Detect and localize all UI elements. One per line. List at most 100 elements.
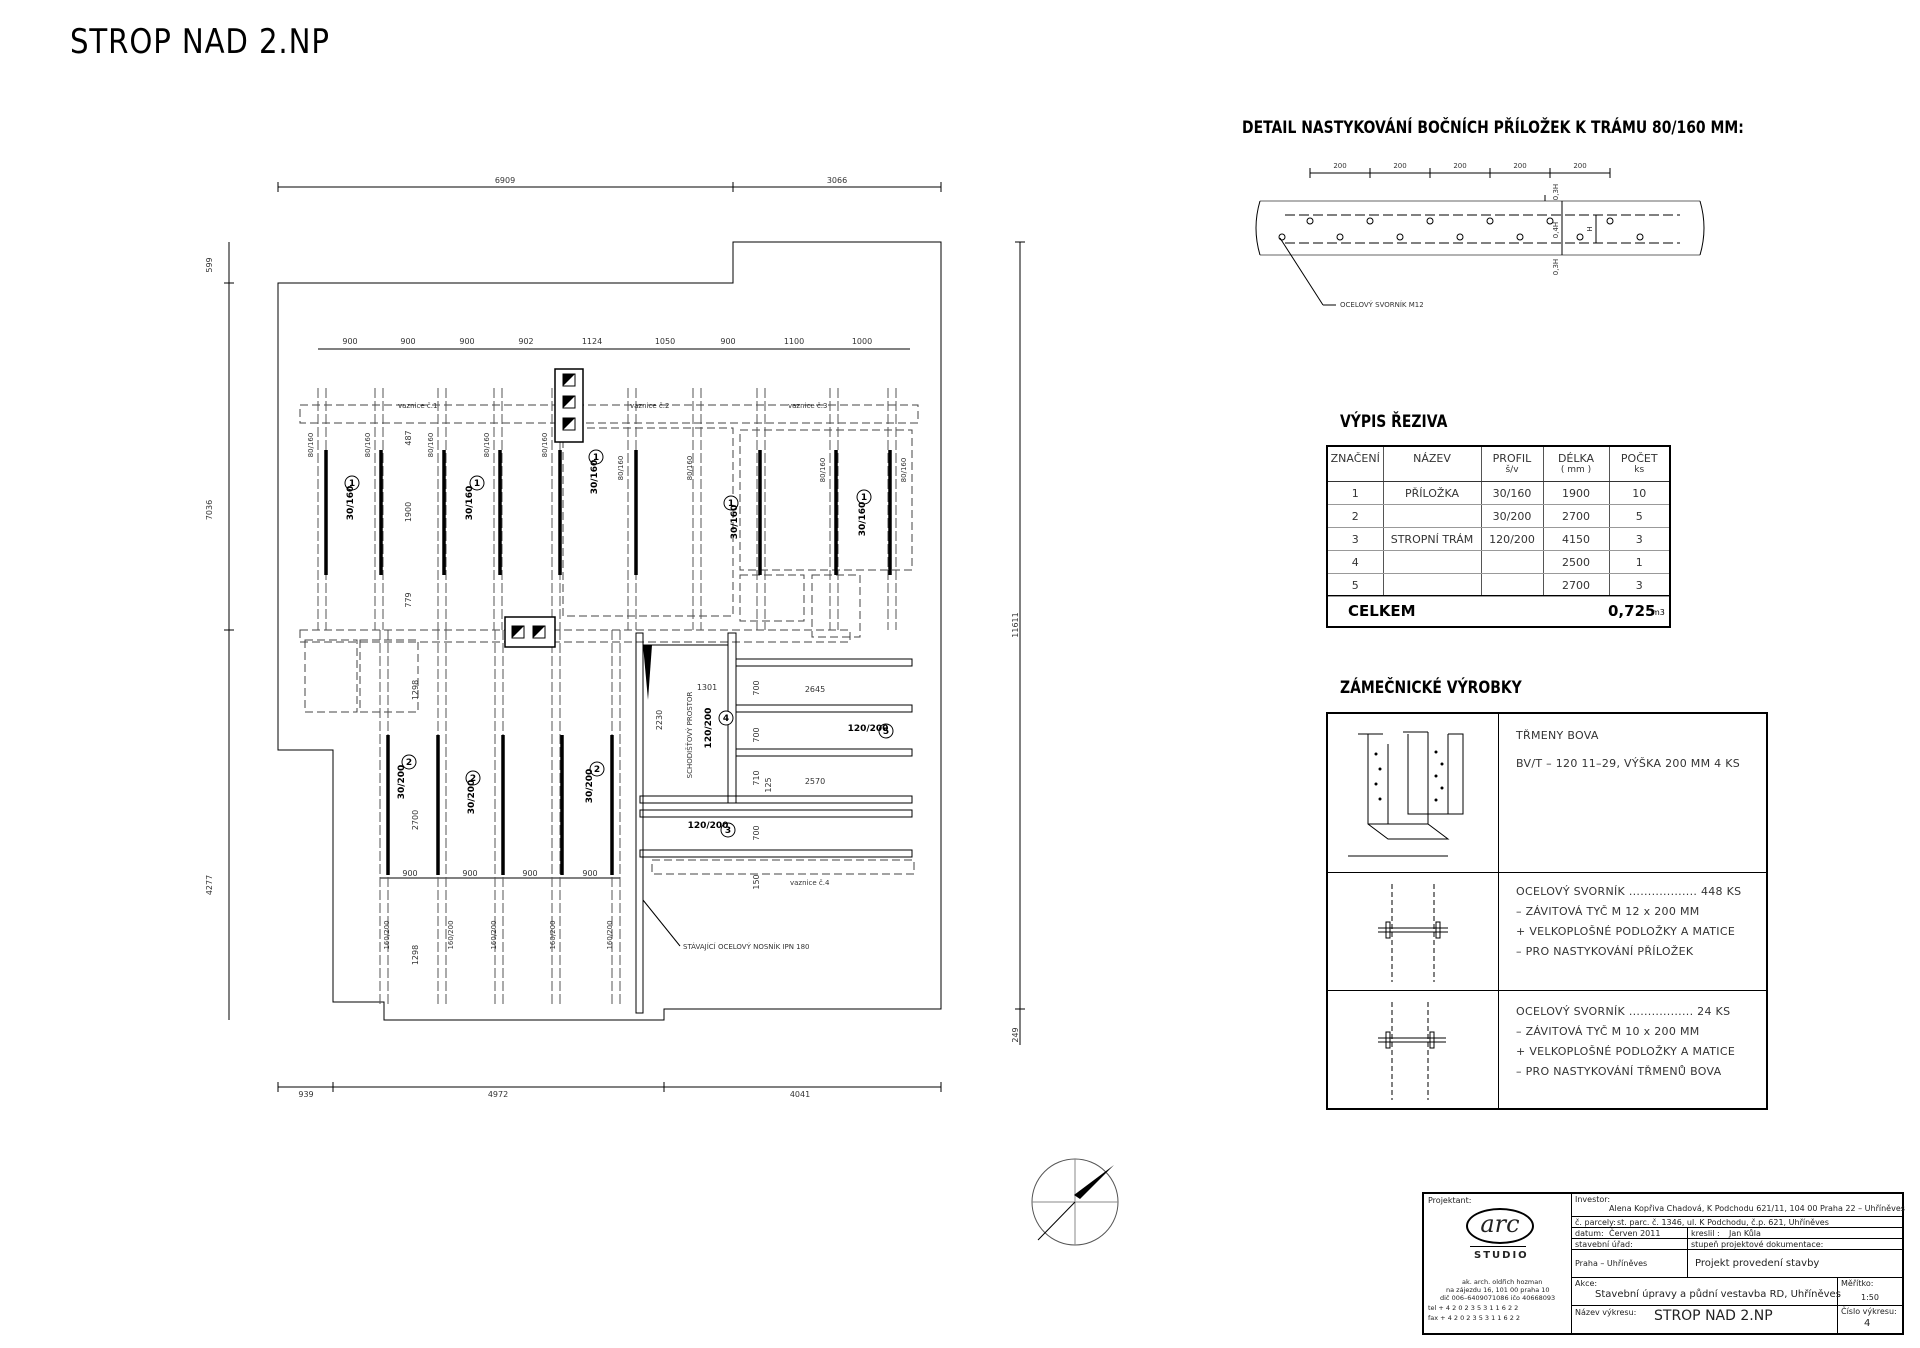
dim-text: 700	[752, 825, 761, 840]
north-arrow-icon	[1031, 1158, 1119, 1246]
detail-drawing: 200 200 200 200 200 0,3H 0,4H 0,3H H OCE…	[1255, 162, 1705, 309]
svg-text:2: 2	[406, 758, 412, 768]
dim-text: 902	[518, 337, 533, 346]
cell: 2700	[1543, 573, 1610, 597]
col-header: DÉLKA	[1543, 447, 1610, 465]
tag-profile: 30/200	[467, 780, 477, 815]
cell: STROPNÍ TRÁM	[1383, 527, 1482, 551]
svg-text:1: 1	[861, 493, 867, 503]
title-block: Projektant: arc STUDIO ak. arch. oldřich…	[1422, 1192, 1905, 1335]
truss-label: vaznice č.1	[398, 402, 437, 410]
truss-label: vaznice č.2	[630, 402, 669, 410]
dim-text: 1100	[784, 337, 804, 346]
dim-text: 710	[752, 770, 761, 785]
dim-text: 1900	[404, 502, 413, 522]
architect-line: fax + 4 2 0 2 3 5 3 1 1 6 2 2	[1428, 1314, 1521, 1322]
cell	[1481, 550, 1544, 574]
dim-text: 4972	[488, 1090, 508, 1099]
architect-line: ak. arch. oldřich hozman	[1462, 1278, 1543, 1286]
dim-text: 3066	[827, 176, 847, 185]
investor-label: Investor:	[1575, 1195, 1611, 1204]
dim-text: 939	[298, 1090, 313, 1099]
cell: 3	[1609, 527, 1669, 551]
dim-text: 6909	[495, 176, 515, 185]
member-tag: 1	[588, 449, 604, 465]
dim-text: 1298	[411, 680, 420, 700]
member-tag: 1	[856, 489, 872, 505]
tag-profile: 30/200	[585, 769, 595, 804]
beam-label: 80/160	[483, 433, 491, 458]
parcel-value: st. parc. č. 1346, ul. K Podchodu, č.p. …	[1617, 1218, 1829, 1227]
member-tag: 2	[401, 754, 417, 770]
truss-label: vaznice č.3	[788, 402, 827, 410]
cell: 5	[1609, 504, 1669, 528]
svg-text:4: 4	[723, 714, 729, 724]
metal-item: OCELOVÝ SVORNÍK ................. 24 KS …	[1328, 990, 1766, 1108]
dim-text: 2230	[655, 710, 664, 730]
lumber-total-row: CELKEM 0,725 m3	[1328, 595, 1669, 626]
dim-text: 1050	[655, 337, 675, 346]
dim-text: 125	[764, 777, 773, 792]
metal-item: TŘMENY BOVA BV/T – 120 11–29, VÝŠKA 200 …	[1328, 714, 1766, 873]
bolt-label: OCELOVÝ SVORNÍK M12	[1340, 300, 1424, 309]
date-value: Červen 2011	[1609, 1229, 1661, 1238]
metal-text: – PRO NASTYKOVÁNÍ TŘMENŮ BOVA	[1516, 1065, 1722, 1078]
dim-text: 2645	[805, 685, 825, 694]
cell: 30/200	[1481, 504, 1544, 528]
beam-label: 160/200	[606, 920, 614, 949]
cell: 1900	[1543, 481, 1610, 505]
member-tag: 2	[465, 770, 481, 786]
dim-text: 900	[522, 869, 537, 878]
tag-profile: 120/200	[704, 708, 714, 749]
beam-label: 160/200	[383, 920, 391, 949]
dim-text: 900	[342, 337, 357, 346]
dim-text: 200	[1393, 162, 1406, 170]
dim-text: 900	[459, 337, 474, 346]
tag-profile: 30/160	[590, 460, 600, 495]
cell	[1383, 504, 1482, 528]
drawing-label: Název výkresu:	[1575, 1308, 1637, 1317]
svg-text:3: 3	[725, 826, 731, 836]
floor-plan: 1 1 1 1 1 2 2 2 3 4 5 30/160 30/160 30/1…	[205, 176, 1025, 1099]
beam-label: 80/160	[819, 458, 827, 483]
cell: 2	[1328, 504, 1384, 528]
truss-mid	[299, 629, 851, 643]
beam-label: 160/200	[490, 920, 498, 949]
dim-text: 7036	[205, 500, 214, 520]
dim-text: 900	[402, 869, 417, 878]
member-tag: 3	[720, 822, 736, 838]
truss-label: vaznice č.4	[790, 879, 830, 887]
dim-text: 900	[400, 337, 415, 346]
scale-label: Měřítko:	[1841, 1279, 1874, 1288]
drawn-label: kreslil :	[1691, 1229, 1720, 1238]
metal-text: – ZÁVITOVÁ TYČ M 10 x 200 MM	[1516, 1025, 1700, 1038]
svg-text:2: 2	[594, 765, 600, 775]
action-label: Akce:	[1575, 1279, 1598, 1288]
dim-text: 900	[720, 337, 735, 346]
cell	[1481, 573, 1544, 597]
metal-text: BV/T – 120 11–29, VÝŠKA 200 MM 4 KS	[1516, 757, 1741, 770]
member-tag: 4	[718, 710, 734, 726]
action-value: Stavební úpravy a půdní vestavba RD, Uhř…	[1595, 1289, 1841, 1300]
svg-text:5: 5	[883, 727, 889, 737]
investor-value: Alena Kopřiva Chadová, K Podchodu 621/11…	[1609, 1204, 1905, 1213]
col-subheader: ( mm )	[1543, 465, 1610, 482]
col-subheader: š/v	[1481, 465, 1544, 482]
cell: 1	[1609, 550, 1669, 574]
bolt-m10-icon	[1378, 1002, 1446, 1100]
cell	[1383, 550, 1482, 574]
dim-text: 900	[582, 869, 597, 878]
beam-label: 80/160	[686, 456, 694, 481]
tag-profile: 120/200	[688, 821, 729, 831]
dim-text: 0,3H	[1552, 259, 1560, 275]
sheet-title: STROP NAD 2.NP	[70, 22, 330, 62]
beam-label: 80/160	[617, 456, 625, 481]
dim-text: 1124	[582, 337, 602, 346]
metal-item: OCELOVÝ SVORNÍK .................. 448 K…	[1328, 872, 1766, 991]
metal-table: TŘMENY BOVA BV/T – 120 11–29, VÝŠKA 200 …	[1326, 712, 1768, 1110]
svg-text:1: 1	[474, 479, 480, 489]
dim-text: 0,4H	[1552, 222, 1560, 238]
